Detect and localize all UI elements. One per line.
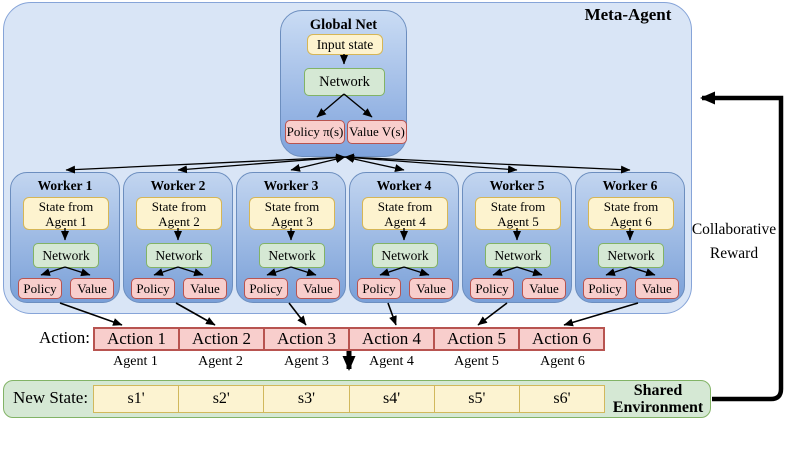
worker-title: Worker 5 (489, 178, 545, 193)
worker-6-box: Worker 6 State from Agent 6 Network Poli… (575, 172, 685, 303)
worker-state-node: State from Agent 3 (249, 197, 335, 230)
worker-title: Worker 6 (602, 178, 658, 193)
worker-network-node: Network (259, 243, 325, 268)
global-value-node: Value V(s) (347, 120, 407, 144)
action-cell: Action 3 (265, 329, 350, 349)
action-cell: Action 1 (95, 329, 180, 349)
worker-2-box: Worker 2 State from Agent 2 Network Poli… (123, 172, 233, 303)
agent-label: Agent 4 (369, 354, 414, 369)
new-state-cell: s3' (264, 386, 350, 412)
worker-state-node: State from Agent 4 (362, 197, 448, 230)
worker-value-node: Value (296, 278, 340, 299)
state-line2: Agent 2 (158, 213, 200, 229)
action-cell: Action 5 (435, 329, 520, 349)
worker-value-node: Value (522, 278, 566, 299)
state-line1: State from (490, 198, 546, 214)
shared-env-line1: Shared (633, 382, 683, 399)
worker-5-box: Worker 5 State from Agent 5 Network Poli… (462, 172, 572, 303)
new-state-table: s1' s2' s3' s4' s5' s6' (93, 385, 605, 413)
worker-network-node: Network (146, 243, 212, 268)
action-cell: Action 2 (180, 329, 265, 349)
state-line1: State from (38, 198, 94, 214)
global-network-node: Network (304, 68, 385, 96)
new-state-cell: s2' (179, 386, 265, 412)
state-line2: Agent 1 (45, 213, 87, 229)
worker-title: Worker 4 (376, 178, 432, 193)
state-line1: State from (377, 198, 433, 214)
worker-state-node: State from Agent 6 (588, 197, 674, 230)
worker-network-node: Network (33, 243, 99, 268)
action-row-label: Action: (39, 328, 90, 347)
global-policy-node: Policy π(s) (285, 120, 345, 144)
worker-value-node: Value (635, 278, 679, 299)
global-net-box: Global Net Input state Network Policy π(… (280, 10, 407, 157)
reward-line2: Reward (709, 245, 759, 262)
worker-3-box: Worker 3 State from Agent 3 Network Poli… (236, 172, 346, 303)
worker-4-box: Worker 4 State from Agent 4 Network Poli… (349, 172, 459, 303)
state-line1: State from (603, 198, 659, 214)
collaborative-reward-label: Collaborative Reward (688, 218, 780, 266)
worker-policy-node: Policy (470, 278, 514, 299)
worker-policy-node: Policy (244, 278, 288, 299)
worker-network-node: Network (372, 243, 438, 268)
new-state-cell: s4' (350, 386, 435, 412)
state-line2: Agent 5 (497, 213, 539, 229)
state-line1: State from (264, 198, 320, 214)
shared-env-line2: Environment (612, 399, 704, 416)
global-net-title: Global Net (309, 17, 378, 33)
worker-policy-node: Policy (357, 278, 401, 299)
action-cell: Action 4 (350, 329, 435, 349)
meta-agent-label: Meta-Agent (584, 5, 672, 24)
worker-policy-node: Policy (583, 278, 627, 299)
reward-line1: Collaborative (691, 221, 777, 238)
worker-policy-node: Policy (18, 278, 62, 299)
agent-label: Agent 5 (454, 354, 499, 369)
state-line2: Agent 6 (610, 213, 652, 229)
worker-value-node: Value (409, 278, 453, 299)
worker-title: Worker 1 (37, 178, 93, 193)
new-state-cell: s1' (94, 386, 180, 412)
action-table: Action 1 Action 2 Action 3 Action 4 Acti… (93, 327, 605, 351)
state-line2: Agent 4 (384, 213, 426, 229)
worker-network-node: Network (485, 243, 551, 268)
agent-label: Agent 2 (198, 354, 243, 369)
new-state-label: New State: (13, 388, 89, 407)
state-line2: Agent 3 (271, 213, 313, 229)
worker-value-node: Value (183, 278, 227, 299)
global-input-state-node: Input state (307, 34, 383, 55)
worker-title: Worker 3 (263, 178, 319, 193)
worker-policy-node: Policy (131, 278, 175, 299)
state-line1: State from (151, 198, 207, 214)
shared-environment-label: Shared Environment (608, 382, 708, 416)
worker-1-box: Worker 1 State from Agent 1 Network Poli… (10, 172, 120, 303)
worker-network-node: Network (598, 243, 664, 268)
new-state-cell: s6' (553, 390, 571, 407)
agent-label: Agent 6 (540, 354, 585, 369)
worker-state-node: State from Agent 5 (475, 197, 561, 230)
agent-label: Agent 3 (284, 354, 329, 369)
agent-label: Agent 1 (113, 354, 158, 369)
action-cell: Action 6 (531, 329, 592, 348)
worker-state-node: State from Agent 2 (136, 197, 222, 230)
worker-state-node: State from Agent 1 (23, 197, 109, 230)
worker-value-node: Value (70, 278, 114, 299)
new-state-cell: s5' (435, 386, 520, 412)
worker-title: Worker 2 (150, 178, 206, 193)
